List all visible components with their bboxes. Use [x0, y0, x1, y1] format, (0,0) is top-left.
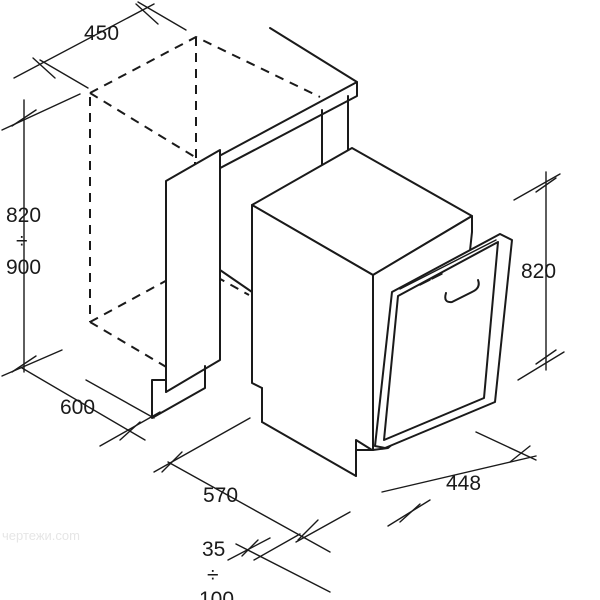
label-niche-depth: 570 — [203, 484, 238, 507]
dim-600-line — [21, 367, 146, 441]
control-button-1 — [419, 279, 431, 286]
label-cabinet-height-max: 900 — [6, 256, 41, 279]
dim-820-ext-top — [513, 173, 561, 201]
door-handle-icon — [444, 279, 480, 304]
dishwasher-base — [355, 439, 373, 477]
dim-600-ext-2 — [85, 379, 155, 419]
dim-820-tick-top — [535, 177, 557, 193]
label-appliance-width: 448 — [446, 472, 481, 495]
dim-450-ext-left — [39, 59, 89, 89]
dim-570-tick-right — [297, 519, 319, 541]
cabinet-hidden-bottom-front — [89, 321, 169, 369]
label-plinth-max: 100 — [199, 588, 234, 600]
label-appliance-height: 820 — [521, 260, 556, 283]
cabinet-back-to-appliance — [219, 269, 253, 293]
dim-450-tick-right — [135, 3, 159, 25]
dimension-labels: 450 820 ÷ 900 600 570 820 448 35 ÷ 100 ч… — [2, 22, 556, 600]
label-cabinet-depth: 450 — [84, 22, 119, 45]
label-plinth-min: 35 — [202, 538, 225, 561]
dim-448-ext-right — [475, 431, 537, 461]
dim-570-ext-right — [295, 511, 351, 543]
dishwasher — [251, 147, 513, 477]
dim-820-900-tick-bottom — [11, 355, 37, 373]
dim-820-900-ext-bottom — [1, 349, 63, 377]
dim-448-tick-right — [509, 445, 531, 463]
dim-600-tick — [119, 421, 141, 441]
dim-570-tick-left — [161, 451, 183, 473]
dishwasher-control-strip — [399, 239, 497, 290]
dim-448-tick-left — [399, 503, 421, 523]
cabinet-plinth — [151, 365, 206, 419]
dim-450-ext-right — [137, 1, 187, 31]
label-cabinet-height-min: 820 — [6, 204, 41, 227]
countertop-back-edge — [269, 27, 358, 83]
kitchen-cabinet — [89, 27, 358, 419]
dim-plinth-tick — [241, 539, 259, 557]
dim-plinth-ext-2 — [253, 533, 301, 561]
label-cabinet-height-sep: ÷ — [16, 230, 28, 253]
dim-570-line — [167, 461, 331, 553]
dim-450-line — [13, 3, 155, 79]
dim-570-ext-left — [153, 417, 251, 473]
cabinet-side-panel — [165, 149, 221, 393]
dimension-lines — [1, 1, 565, 593]
dim-820-tick-bottom — [535, 349, 557, 365]
dishwasher-door-face — [383, 241, 499, 441]
dim-600-ext — [99, 411, 161, 447]
label-plinth-sep: ÷ — [207, 564, 219, 587]
dim-820-ext-bottom — [517, 351, 565, 381]
control-button-2 — [431, 273, 443, 280]
dim-450-tick-left — [32, 57, 56, 79]
label-cabinet-width: 600 — [60, 396, 95, 419]
watermark: чертежи.com — [2, 528, 80, 543]
cabinet-hidden-top-edge — [89, 35, 321, 98]
dim-820-900-tick-top — [11, 109, 37, 127]
dim-plinth-line — [235, 543, 331, 593]
